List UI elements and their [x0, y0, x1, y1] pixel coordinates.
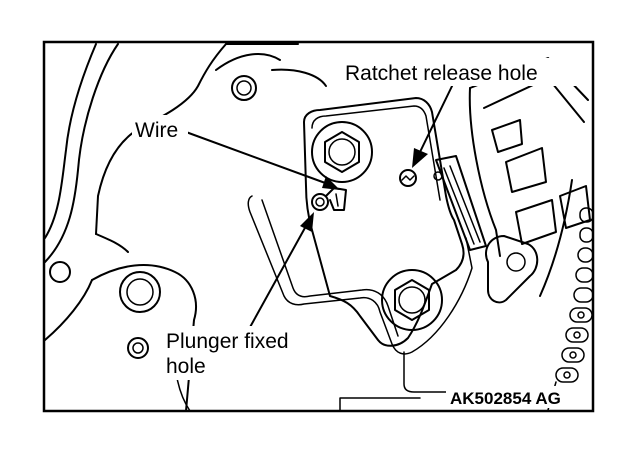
diagram-frame: [42, 40, 595, 413]
ratchet-release-hole: [399, 169, 417, 187]
wire-label-bg: [132, 115, 188, 143]
timing-sprocket: [468, 57, 591, 304]
ratchet-leader: [412, 81, 455, 168]
auto-tensioner-body: [303, 97, 487, 347]
ratchet-release-label: Ratchet release hole: [345, 62, 538, 85]
code-label-bg: [446, 386, 578, 408]
plunger-label-line2: hole: [166, 355, 206, 378]
housing-holes: [49, 75, 257, 359]
wire-leader: [185, 131, 340, 190]
plunger-label-line1: Plunger fixed: [166, 330, 289, 353]
lower-bolt: [381, 269, 443, 331]
upper-bolt: [311, 121, 373, 183]
timing-chain: [547, 207, 594, 411]
plunger-leader: [243, 212, 314, 339]
plunger-label-bg: [162, 326, 316, 380]
wire-label: Wire: [135, 119, 178, 142]
ratchet-label-bg: [340, 58, 580, 86]
plunger-fixed-hole: [311, 193, 329, 211]
wire: [325, 187, 347, 211]
gasket-inner: [261, 199, 399, 337]
gasket-outline: [247, 195, 473, 355]
figure-code: AK502854 AG: [450, 389, 561, 408]
